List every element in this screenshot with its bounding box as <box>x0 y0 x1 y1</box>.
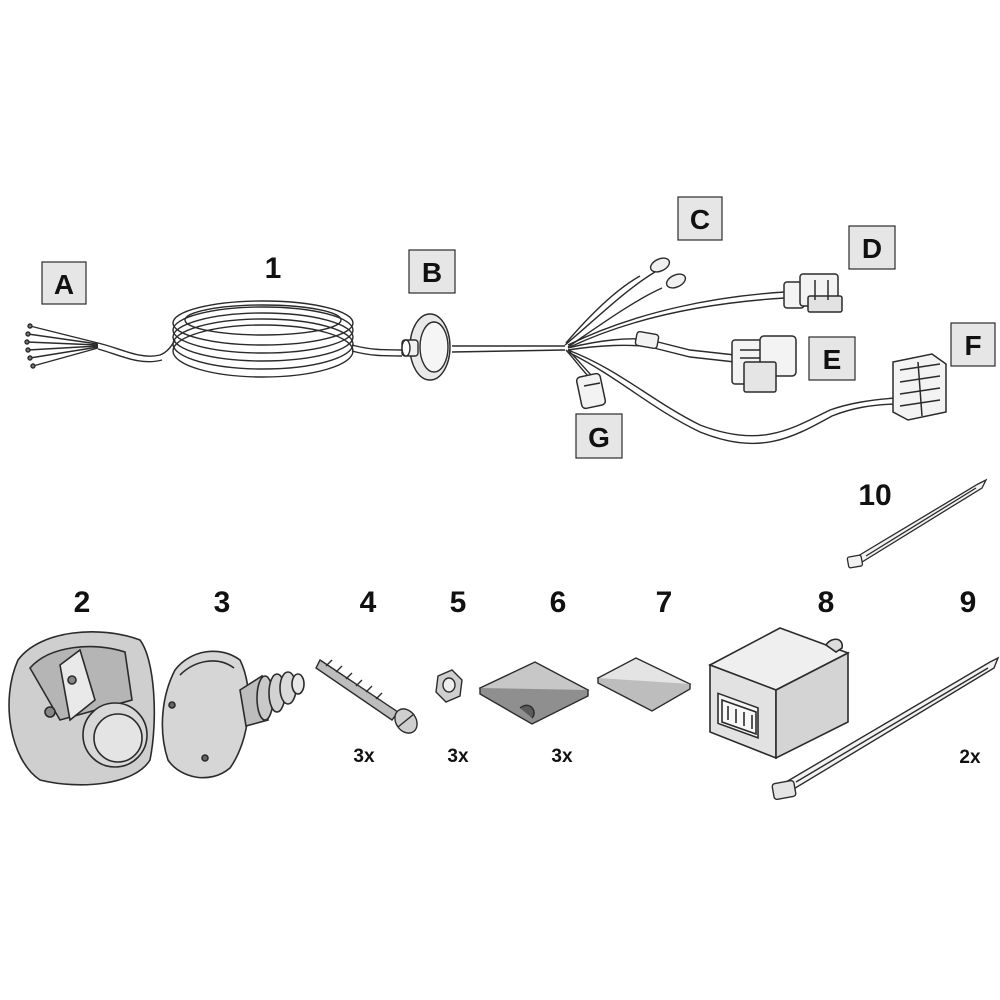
svg-text:E: E <box>823 344 842 375</box>
part-number-1: 1 <box>265 252 282 285</box>
wiring-harness <box>24 257 896 445</box>
adhesive-pad <box>478 661 590 725</box>
control-module <box>708 627 850 760</box>
connector-g <box>575 372 607 410</box>
wire-to-f <box>567 349 896 437</box>
label-c: C <box>677 196 723 241</box>
part-number-2: 2 <box>74 586 91 619</box>
connector-f <box>892 353 947 421</box>
cable-coil <box>172 300 403 378</box>
quantity-6: 3x <box>551 746 573 767</box>
quantity-9: 2x <box>959 747 981 768</box>
connector-d <box>783 273 843 313</box>
svg-text:G: G <box>588 422 610 453</box>
wire-to-d <box>567 291 786 346</box>
loose-wire-ends <box>24 323 176 369</box>
label-e: E <box>808 336 856 381</box>
part-number-4: 4 <box>360 586 377 619</box>
svg-text:D: D <box>862 233 882 264</box>
label-g: G <box>575 413 623 459</box>
quantity-4: 3x <box>353 746 375 767</box>
ring-terminal-wires <box>564 257 687 348</box>
cable-tie-small <box>846 478 988 569</box>
svg-text:A: A <box>54 269 74 300</box>
svg-text:C: C <box>690 204 710 235</box>
trailer-socket <box>8 631 156 786</box>
rubber-grommet <box>401 313 566 381</box>
connector-e <box>731 335 797 393</box>
label-b: B <box>408 249 456 294</box>
svg-text:F: F <box>964 330 981 361</box>
bolt <box>315 658 418 734</box>
part-number-7: 7 <box>656 586 673 619</box>
part-number-8: 8 <box>818 586 835 619</box>
foam-pad <box>596 657 692 712</box>
nut <box>435 669 463 703</box>
quantity-5: 3x <box>447 746 469 767</box>
part-number-10: 10 <box>858 479 891 512</box>
label-f: F <box>950 322 996 367</box>
cable-tie-large <box>771 656 1000 801</box>
label-d: D <box>848 225 896 270</box>
label-a: A <box>41 261 87 305</box>
part-number-6: 6 <box>550 586 567 619</box>
mounting-plate-with-boot <box>161 650 305 779</box>
svg-text:B: B <box>422 257 442 288</box>
part-number-5: 5 <box>450 586 467 619</box>
part-number-9: 9 <box>960 586 977 619</box>
part-number-3: 3 <box>214 586 231 619</box>
